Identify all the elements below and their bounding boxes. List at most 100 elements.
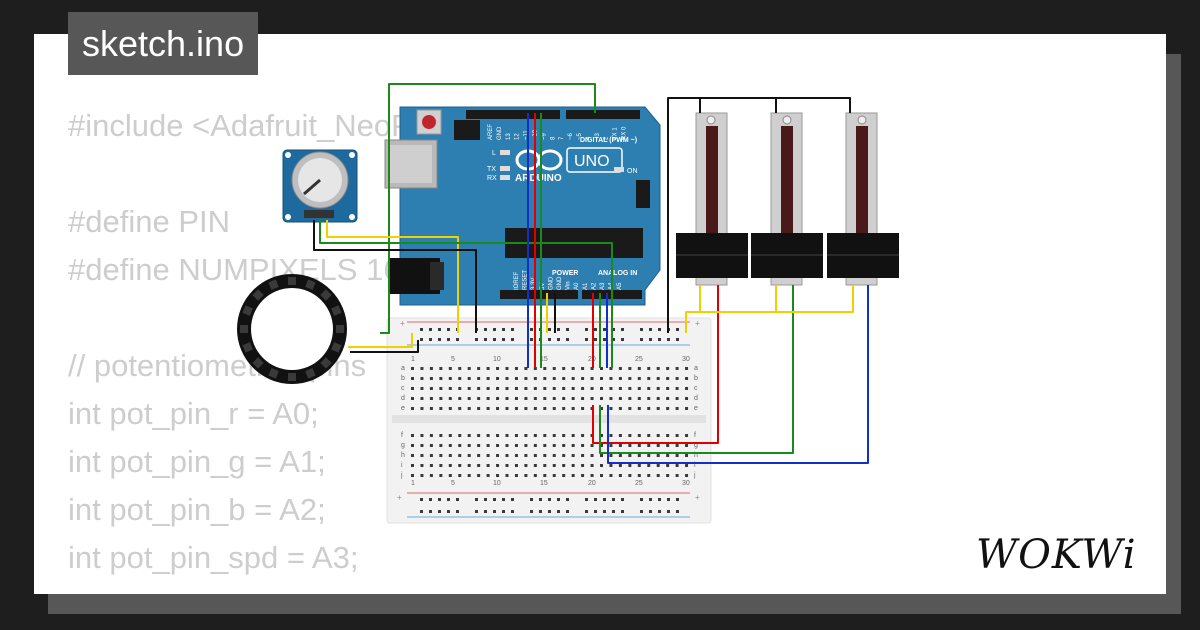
- code-line: int pot_pin_r = A0;: [68, 396, 319, 431]
- breadboard-hole: [502, 510, 505, 513]
- breadboard-hole: [475, 510, 478, 513]
- neopixel-led: [336, 325, 344, 333]
- breadboard-hole: [502, 498, 505, 501]
- pin-label: GND: [557, 276, 563, 290]
- breadboard-hole: [585, 510, 588, 513]
- breadboard-hole: [467, 444, 471, 447]
- digital-header-label: DIGITAL (PWM ~): [580, 137, 637, 144]
- breadboard-hole: [562, 407, 566, 410]
- sketch-filename-tab[interactable]: sketch.ino: [68, 12, 259, 75]
- slide-potentiometer-1[interactable]: [676, 112, 748, 286]
- breadboard-hole: [429, 397, 433, 400]
- breadboard-hole: [533, 407, 537, 410]
- breadboard-hole: [557, 338, 560, 341]
- breadboard-hole: [467, 464, 471, 467]
- pin-label: RX 0: [622, 126, 628, 140]
- analog-header-label: ANALOG IN: [598, 270, 637, 277]
- column-number: 1: [411, 356, 415, 363]
- breadboard-hole: [514, 397, 518, 400]
- breadboard-hole: [493, 498, 496, 501]
- column-number: 1: [411, 480, 415, 487]
- breadboard-hole: [514, 387, 518, 390]
- breadboard-hole: [667, 498, 670, 501]
- breadboard-hole: [590, 454, 594, 457]
- breadboard-hole: [647, 387, 651, 390]
- column-number: 20: [588, 356, 596, 363]
- breadboard-hole: [439, 407, 443, 410]
- breadboard-hole: [600, 407, 603, 410]
- breadboard-hole: [667, 338, 670, 341]
- breadboard-hole: [609, 397, 613, 400]
- breadboard-hole: [600, 367, 603, 370]
- wire-black: [667, 97, 851, 333]
- breadboard-hole: [411, 377, 414, 380]
- breadboard-hole: [618, 387, 622, 390]
- breadboard-hole: [685, 454, 689, 457]
- breadboard-hole: [581, 444, 585, 447]
- breadboard-hole: [557, 498, 560, 501]
- breadboard-hole: [496, 377, 500, 380]
- row-letter: b: [694, 375, 698, 382]
- breadboard-hole: [666, 464, 670, 467]
- breadboard-hole: [548, 510, 551, 513]
- pin-label: Vin: [566, 281, 572, 290]
- breadboard-hole: [571, 444, 575, 447]
- breadboard-hole: [429, 338, 432, 341]
- breadboard-hole: [571, 397, 575, 400]
- breadboard-hole: [585, 498, 588, 501]
- breadboard-hole: [609, 407, 613, 410]
- breadboard-hole: [552, 474, 556, 477]
- breadboard-hole: [581, 397, 585, 400]
- breadboard-hole: [562, 444, 566, 447]
- breadboard-hole: [447, 338, 450, 341]
- breadboard-hole: [429, 407, 433, 410]
- breadboard-hole: [511, 338, 514, 341]
- breadboard-hole: [533, 454, 537, 457]
- breadboard-hole: [618, 444, 622, 447]
- breadboard-hole: [656, 367, 660, 370]
- breadboard-hole: [543, 444, 547, 447]
- breadboard-hole: [475, 338, 478, 341]
- breadboard-hole: [590, 444, 594, 447]
- breadboard-hole: [543, 434, 547, 437]
- breadboard-hole: [666, 377, 670, 380]
- pin-label: A3: [600, 282, 606, 290]
- l-led-label: L: [492, 150, 496, 157]
- breadboard-hole: [477, 387, 481, 390]
- breadboard-hole: [581, 367, 585, 370]
- breadboard-hole: [514, 454, 518, 457]
- row-letter: c: [401, 385, 405, 392]
- breadboard-hole: [562, 367, 566, 370]
- breadboard-hole: [486, 397, 490, 400]
- slide-potentiometer-3[interactable]: [827, 112, 899, 286]
- breadboard-hole: [429, 498, 432, 501]
- wire-yellow: [348, 333, 413, 348]
- breadboard-hole: [439, 434, 443, 437]
- breadboard-hole: [562, 454, 566, 457]
- column-number: 30: [682, 356, 690, 363]
- breadboard-hole: [486, 454, 490, 457]
- breadboard-hole: [609, 367, 613, 370]
- breadboard-hole: [628, 387, 632, 390]
- breadboard-hole: [505, 434, 509, 437]
- breadboard-hole: [656, 434, 660, 437]
- neopixel-ring[interactable]: [237, 274, 347, 384]
- neopixel-led: [305, 279, 316, 290]
- breadboard-hole: [439, 474, 443, 477]
- breadboard-hole: [502, 338, 505, 341]
- row-letter: e: [401, 405, 405, 412]
- breadboard-hole: [467, 367, 471, 370]
- slide-potentiometer-2[interactable]: [751, 112, 823, 286]
- breadboard-hole: [429, 328, 432, 331]
- arduino-uno-board[interactable]: UNO ARDUINO DIGITAL (PWM ~) POWER ANALOG…: [384, 106, 661, 306]
- neopixel-led: [242, 305, 253, 316]
- breadboard-hole: [609, 474, 613, 477]
- breadboard-hole: [448, 387, 452, 390]
- breadboard-hole: [594, 498, 597, 501]
- breadboard-hole: [486, 444, 490, 447]
- breadboard-hole: [685, 464, 689, 467]
- rotary-potentiometer[interactable]: [282, 149, 358, 223]
- breadboard-hole: [477, 407, 481, 410]
- breadboard-hole: [581, 434, 585, 437]
- breadboard-hole: [502, 328, 505, 331]
